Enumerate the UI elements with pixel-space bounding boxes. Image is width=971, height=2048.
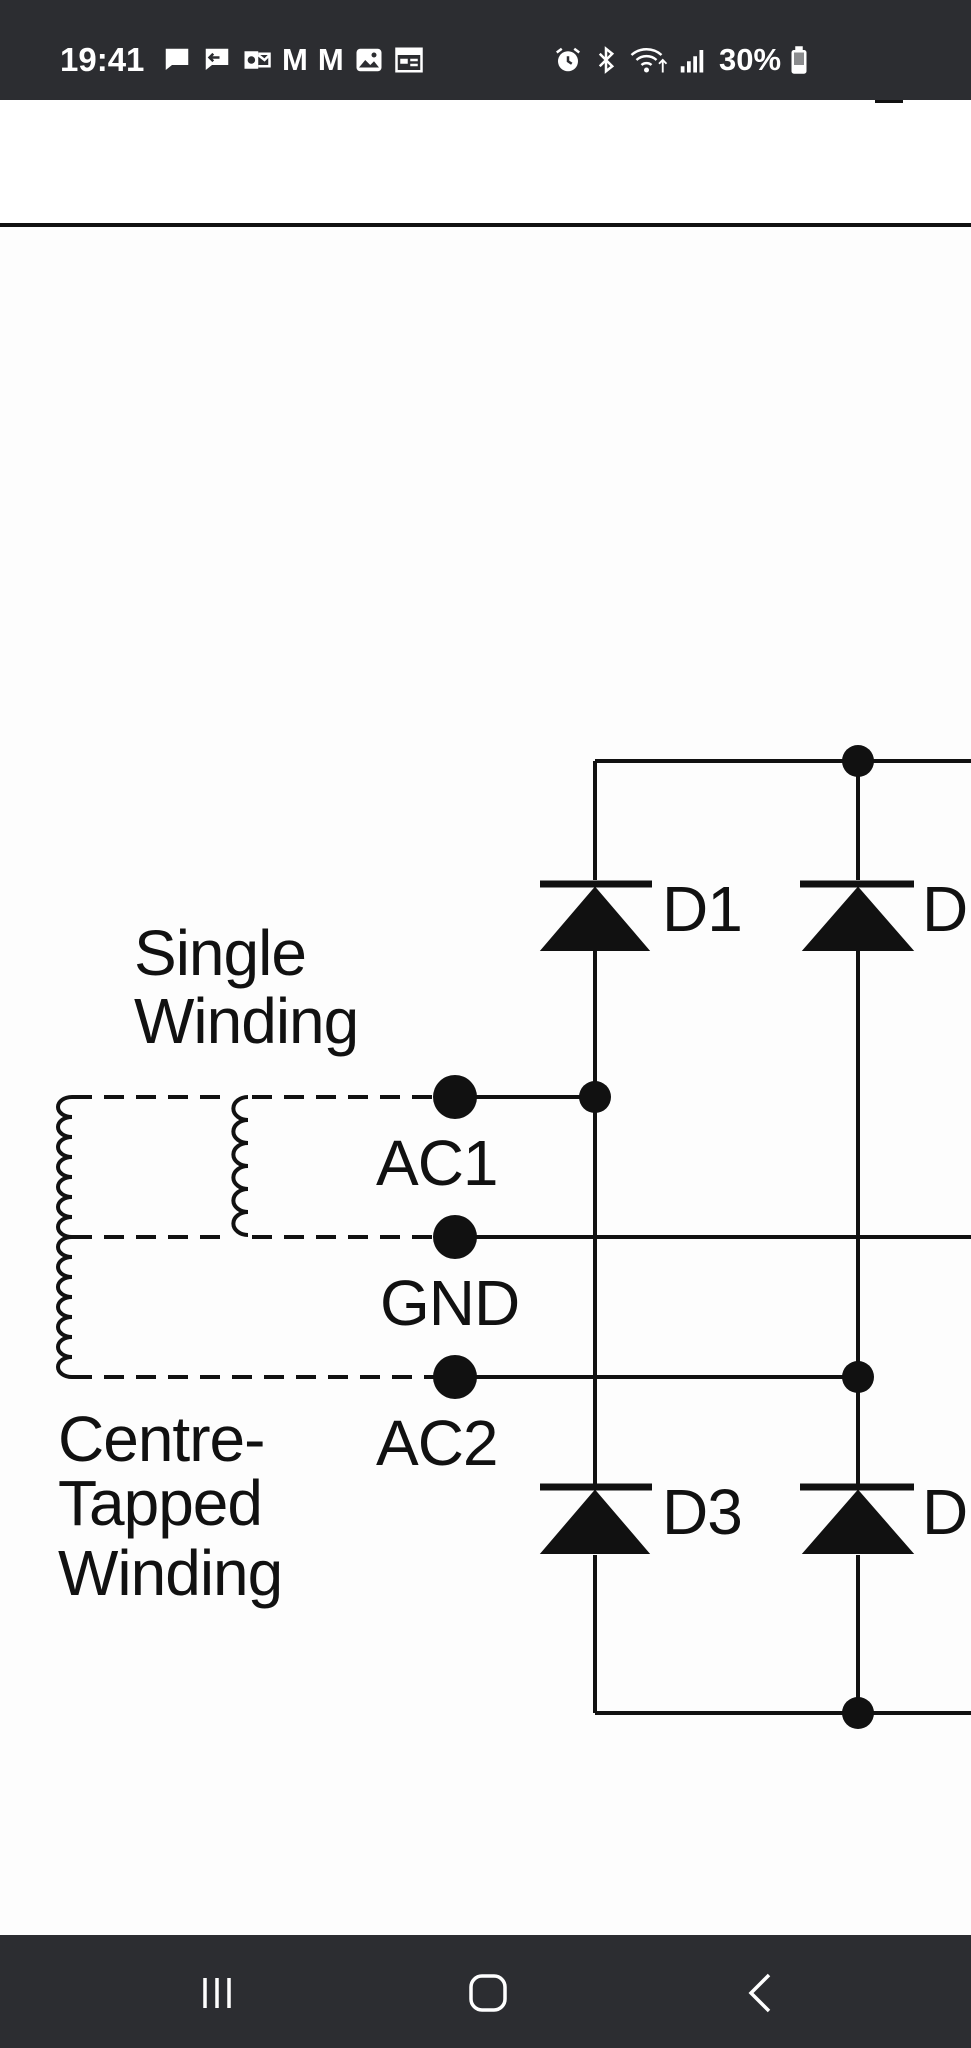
single-winding-label-1: Single xyxy=(134,917,307,989)
diode-d2 xyxy=(800,880,915,951)
gmail-icon: M xyxy=(282,42,308,77)
page-header-area xyxy=(0,100,971,224)
home-button[interactable] xyxy=(458,1965,518,2021)
home-icon xyxy=(467,1972,509,2014)
system-icons: 30% xyxy=(553,42,809,78)
battery-percent: 30% xyxy=(719,42,782,77)
wifi-icon xyxy=(629,45,669,75)
chat-icon xyxy=(162,45,192,75)
diode-d4 xyxy=(800,1483,915,1554)
d1-label: D1 xyxy=(662,873,743,945)
recent-apps-button[interactable] xyxy=(187,1965,247,2021)
back-icon xyxy=(745,1971,775,2015)
ac1-label: AC1 xyxy=(376,1127,498,1199)
centre-tapped-coil xyxy=(56,1095,73,1379)
ac1-terminal xyxy=(433,1075,477,1119)
status-bar: 19:41 M M xyxy=(0,0,971,100)
signal-icon xyxy=(677,45,707,75)
calendar-icon xyxy=(394,45,424,75)
outlook-icon xyxy=(242,45,272,75)
header-stub-line xyxy=(875,100,903,103)
status-time: 19:41 xyxy=(60,41,145,78)
gnd-label: GND xyxy=(380,1267,520,1339)
d4-label: D xyxy=(922,1476,968,1548)
ac2-label: AC2 xyxy=(376,1407,498,1479)
gallery-icon xyxy=(354,45,384,75)
d2-label: D xyxy=(922,873,968,945)
alarm-icon xyxy=(553,45,583,75)
gnd-terminal xyxy=(433,1215,477,1259)
single-winding-label-2: Winding xyxy=(134,985,359,1057)
centre-tapped-label-1: Centre- xyxy=(58,1403,265,1475)
junction-bottom-right xyxy=(842,1697,874,1729)
gmail-icon: M xyxy=(317,42,344,77)
junction-ac1 xyxy=(579,1081,611,1113)
recent-apps-icon xyxy=(197,1975,237,2011)
junction-top-right xyxy=(842,745,874,777)
ac2-terminal xyxy=(433,1355,477,1399)
diode-d1 xyxy=(539,880,652,951)
chat-reply-icon xyxy=(202,45,232,75)
junction-ac2 xyxy=(842,1361,874,1393)
circuit-svg xyxy=(56,745,971,1729)
back-button[interactable] xyxy=(730,1965,790,2021)
battery-icon xyxy=(789,45,809,75)
centre-tapped-label-3: Winding xyxy=(58,1537,283,1609)
diode-d3 xyxy=(539,1483,652,1554)
bluetooth-icon xyxy=(591,45,621,75)
d3-label: D3 xyxy=(662,1476,743,1548)
single-winding-coil xyxy=(231,1095,249,1237)
notification-icons: M M xyxy=(162,42,424,78)
rectifier-diagram: Single Winding AC1 GND AC2 Centre- Tappe… xyxy=(0,227,971,1935)
navigation-bar xyxy=(0,1935,971,2048)
header-divider xyxy=(0,223,971,227)
centre-tapped-label-2: Tapped xyxy=(58,1467,263,1539)
